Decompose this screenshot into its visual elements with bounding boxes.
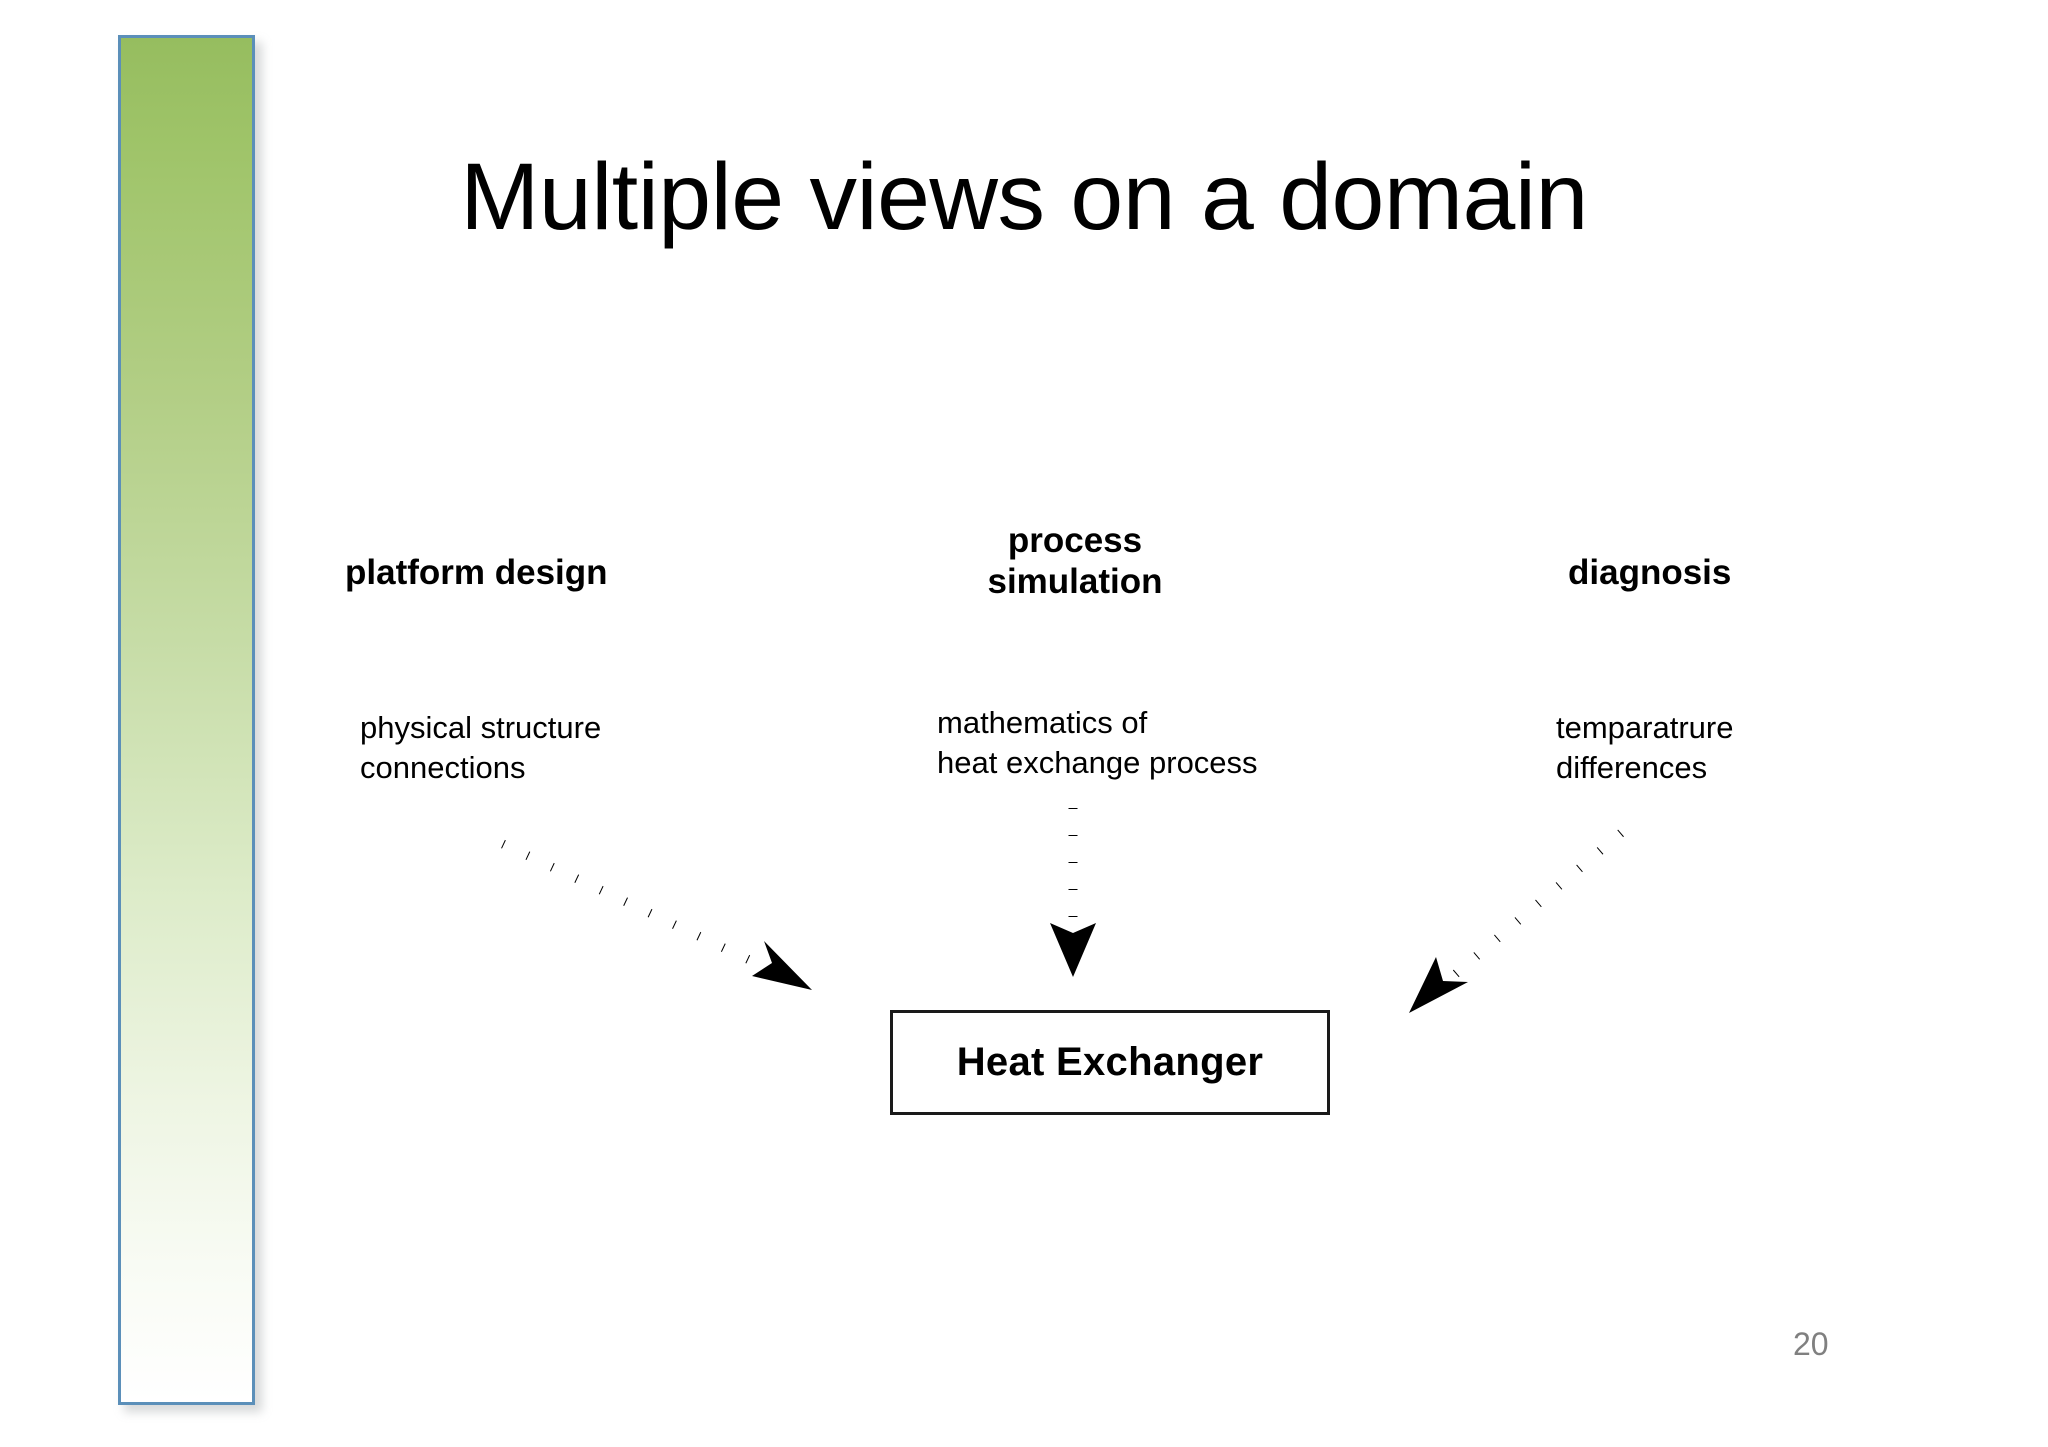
- column-header-process-simulation: process simulation: [987, 521, 1163, 602]
- page-title: Multiple views on a domain: [460, 144, 1588, 250]
- heat-exchanger-label: Heat Exchanger: [956, 1040, 1264, 1084]
- arrow-diagnosis-to-entity: [1409, 829, 1624, 1013]
- page-number: 20: [1793, 1326, 1829, 1362]
- heat-exchanger-box: Heat Exchanger: [890, 1010, 1330, 1115]
- column-body-platform-design: physical structure connections: [360, 710, 602, 786]
- arrow-platform-design-to-entity: [501, 839, 812, 990]
- column-header-diagnosis: diagnosis: [1568, 553, 1732, 592]
- arrow-process-simulation-head: [1050, 923, 1096, 977]
- arrow-diagnosis-head: [1409, 957, 1468, 1013]
- arrow-platform-design-shaft: [501, 839, 777, 977]
- column-header-platform-design: platform design: [345, 553, 608, 592]
- arrow-process-simulation-to-entity: [1050, 808, 1096, 977]
- left-gradient-bar: [118, 35, 255, 1405]
- column-body-diagnosis: temparatrure differences: [1556, 710, 1734, 786]
- column-body-process-simulation: mathematics of heat exchange process: [937, 705, 1258, 781]
- arrow-diagnosis-shaft: [1449, 829, 1624, 981]
- arrow-platform-design-head: [752, 941, 812, 990]
